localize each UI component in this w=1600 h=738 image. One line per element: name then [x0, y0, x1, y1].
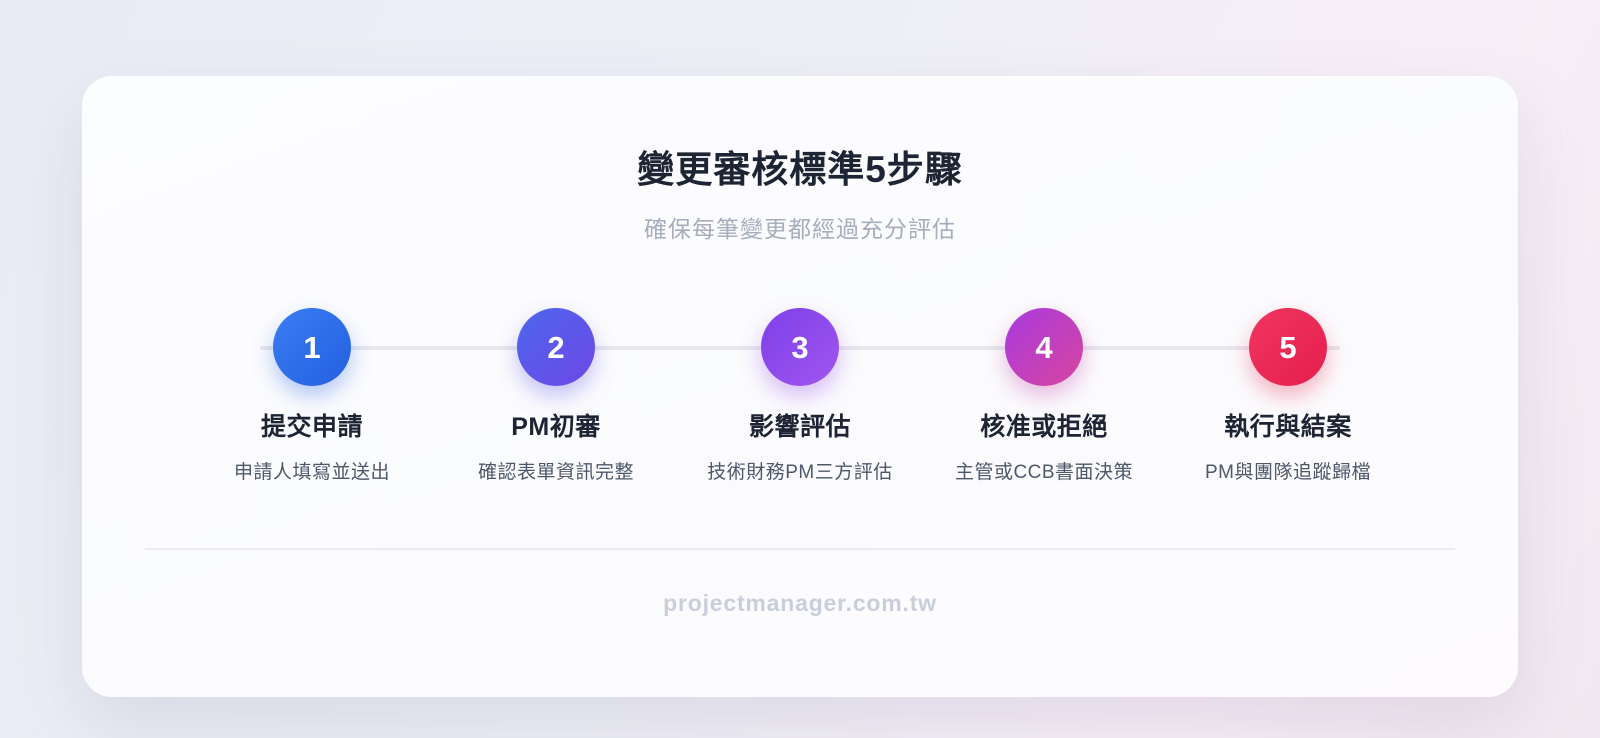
step-4-description: 主管或CCB書面決策	[954, 462, 1134, 483]
footer-divider	[145, 548, 1455, 550]
page-title: 變更審核標準5步驟	[637, 149, 963, 190]
step-1-circle: 1	[273, 308, 351, 386]
step-5-number: 5	[1279, 329, 1297, 365]
step-4-title: 核准或拒絕	[980, 413, 1108, 441]
step-4-number: 4	[1035, 329, 1053, 365]
process-steps: 1 提交申請 申請人填寫並送出 2 PM初審 確認表單資訊完整 3 影響評估 技…	[190, 308, 1410, 486]
step-3-description: 技術財務PM三方評估	[707, 462, 893, 483]
step-2: 2 PM初審 確認表單資訊完整	[434, 308, 678, 486]
step-4: 4 核准或拒絕 主管或CCB書面決策	[922, 308, 1166, 486]
infographic-card: 變更審核標準5步驟 確保每筆變更都經過充分評估 1 提交申請 申請人填寫並送出 …	[82, 76, 1518, 697]
step-5-title: 執行與結案	[1224, 413, 1352, 441]
step-2-description: 確認表單資訊完整	[477, 462, 634, 483]
step-3-title: 影響評估	[748, 413, 851, 441]
step-5-circle: 5	[1249, 308, 1327, 386]
step-1-number: 1	[303, 329, 321, 365]
page-subtitle: 確保每筆變更都經過充分評估	[644, 216, 956, 242]
step-1: 1 提交申請 申請人填寫並送出	[190, 308, 434, 486]
step-5: 5 執行與結案 PM與團隊追蹤歸檔	[1166, 308, 1410, 486]
step-4-circle: 4	[1005, 308, 1083, 386]
step-1-description: 申請人填寫並送出	[233, 462, 390, 483]
step-3-circle: 3	[761, 308, 839, 386]
watermark-text: projectmanager.com.tw	[663, 590, 937, 616]
step-1-title: 提交申請	[260, 413, 363, 441]
step-3: 3 影響評估 技術財務PM三方評估	[678, 308, 922, 486]
step-2-title: PM初審	[511, 413, 601, 441]
step-3-number: 3	[791, 329, 809, 365]
step-2-number: 2	[547, 329, 565, 365]
step-5-description: PM與團隊追蹤歸檔	[1204, 462, 1371, 483]
step-2-circle: 2	[517, 308, 595, 386]
